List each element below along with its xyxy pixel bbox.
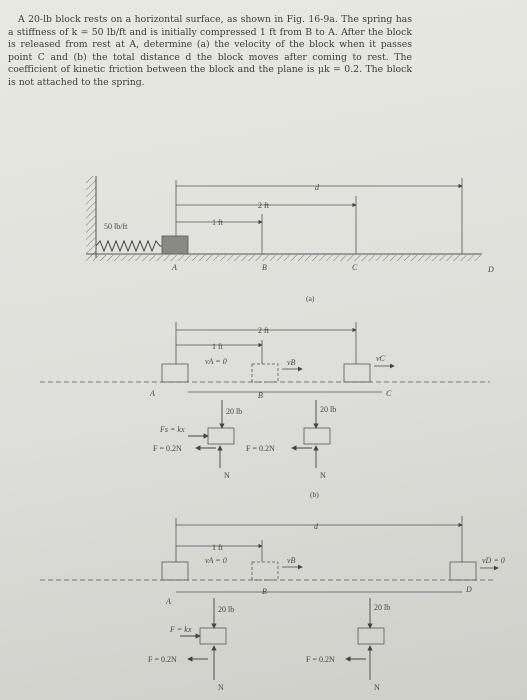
block-at-b [251,363,279,383]
point-c-label: C [352,263,358,272]
velocity-a-label: vA = 0 [205,357,227,366]
weight-2-label: 20 lb [320,405,336,414]
figure-a: 50 lb/ft d 2 ft 1 ft A B C D (a) [86,176,494,303]
friction-2-label: F = 0.2N [246,444,275,453]
spring-force-label: Fs = kx [159,425,185,434]
velocity-c-label: vC [376,354,386,363]
velocity-d-label: vD = 0 [482,556,505,565]
block-at-a [161,363,189,383]
fbd-block-2 [303,427,331,445]
point-b-label: B [262,587,267,596]
normal-1-label: N [224,471,230,480]
fbd-block-2 [357,627,385,645]
dim-d-label: d [315,183,320,192]
block [161,235,189,255]
velocity-a-label: vA = 0 [205,556,227,565]
friction-1-label: F = 0.2N [153,444,182,453]
point-d-label: D [487,265,494,274]
spring [95,239,162,253]
spring-stiffness-label: 50 lb/ft [104,222,128,231]
block-at-b [251,561,279,581]
point-b-label: B [262,263,267,272]
weight-1-label: 20 lb [218,605,234,614]
point-c-label: C [386,389,392,398]
dim-1ft-label: 1 ft [212,342,224,351]
point-a-label: A [149,389,155,398]
dim-2ft-label: 2 ft [258,201,270,210]
caption-a: (a) [306,294,315,303]
point-a-label: A [171,263,177,272]
normal-1-label: N [218,683,224,692]
block-at-c [343,363,371,383]
velocity-b-label: vB [287,556,296,565]
block-at-a [161,561,189,581]
spring-force-label: F = kx [169,625,192,634]
fbd-block-1 [207,427,235,445]
friction-1-label: F = 0.2N [148,655,177,664]
point-b-label: B [258,391,263,400]
ground-hatch [86,255,482,261]
figure-b: 2 ft 1 ft vA = 0 vB vC A B C 20 lb Fs = … [40,322,490,499]
friction-2-label: F = 0.2N [306,655,335,664]
normal-2-label: N [374,683,380,692]
block-at-d [449,561,477,581]
fbd-block-1 [199,627,227,645]
dim-d-label: d [314,522,319,531]
velocity-b-label: vB [287,358,296,367]
point-a-label: A [165,597,171,606]
wall [86,176,96,258]
dim-1ft-label: 1 ft [212,543,224,552]
weight-2-label: 20 lb [374,603,390,612]
caption-b: (b) [310,490,319,499]
normal-2-label: N [320,471,326,480]
dim-1ft-label: 1 ft [212,218,224,227]
figure-c: d 1 ft vA = 0 vB vD = 0 A B D 20 lb F = … [40,516,505,692]
point-d-label: D [465,585,472,594]
problem-statement: A 20-lb block rests on a horizontal surf… [8,14,412,88]
weight-1-label: 20 lb [226,407,242,416]
dim-2ft-label: 2 ft [258,326,270,335]
